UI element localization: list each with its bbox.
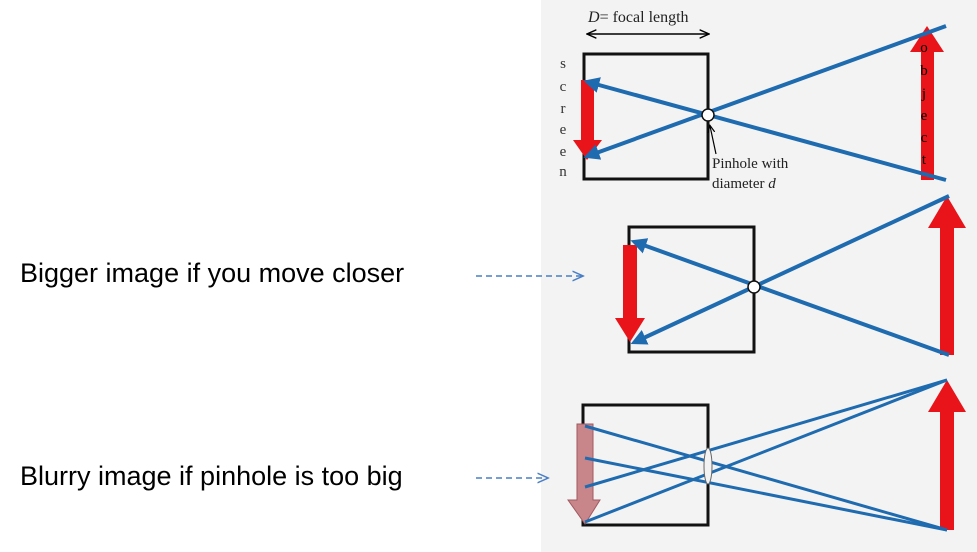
screen-letter-c: c xyxy=(559,79,567,95)
panel-closer-object xyxy=(615,194,966,357)
screen-letter-e1: e xyxy=(559,122,567,138)
screen-letter-n: n xyxy=(559,164,567,180)
caption-blurry-image: Blurry image if pinhole is too big xyxy=(20,461,403,491)
ray-1b xyxy=(583,77,947,182)
object-letter-t: t xyxy=(921,152,927,168)
object-letter-j: j xyxy=(921,86,927,102)
object-arrow-2 xyxy=(928,196,966,355)
object-letter-b: b xyxy=(920,63,928,79)
object-letter-o: o xyxy=(920,40,928,56)
screen-letter-e2: e xyxy=(559,144,567,160)
screen-letter-s: s xyxy=(560,56,566,72)
focal-length-label: D= focal length xyxy=(587,9,689,26)
pinhole-2 xyxy=(747,280,761,294)
ray-2a xyxy=(630,194,950,345)
camera-box-3 xyxy=(581,403,710,527)
pinhole-label-line1: Pinhole with xyxy=(712,156,789,172)
pinhole-pointer-arrow xyxy=(710,126,717,155)
ray-2b xyxy=(630,238,950,357)
object-arrow-1 xyxy=(910,26,944,180)
screen-letter-r: r xyxy=(560,101,566,117)
panel-large-pinhole xyxy=(567,378,966,532)
pinhole-label-line2: diameter d xyxy=(712,176,776,192)
large-pinhole-aperture xyxy=(703,447,713,485)
camera-box-1 xyxy=(582,52,710,181)
panel-basic-pinhole: D= focal length Pinhole with diameter d xyxy=(573,9,947,192)
caption-bigger-image: Bigger image if you move closer xyxy=(20,258,405,288)
blurry-image-arrow xyxy=(567,423,601,525)
ray-3a xyxy=(584,378,948,489)
image-arrow-2 xyxy=(615,245,645,342)
ray-3b xyxy=(584,378,948,524)
ray-1a xyxy=(583,24,947,160)
image-arrow-1 xyxy=(573,80,602,160)
ray-3c xyxy=(584,424,948,532)
pinhole-1 xyxy=(701,108,715,122)
object-letter-e: e xyxy=(920,108,928,124)
ray-3d xyxy=(584,456,948,532)
object-letter-c: c xyxy=(920,130,928,146)
object-arrow-3 xyxy=(928,380,966,530)
